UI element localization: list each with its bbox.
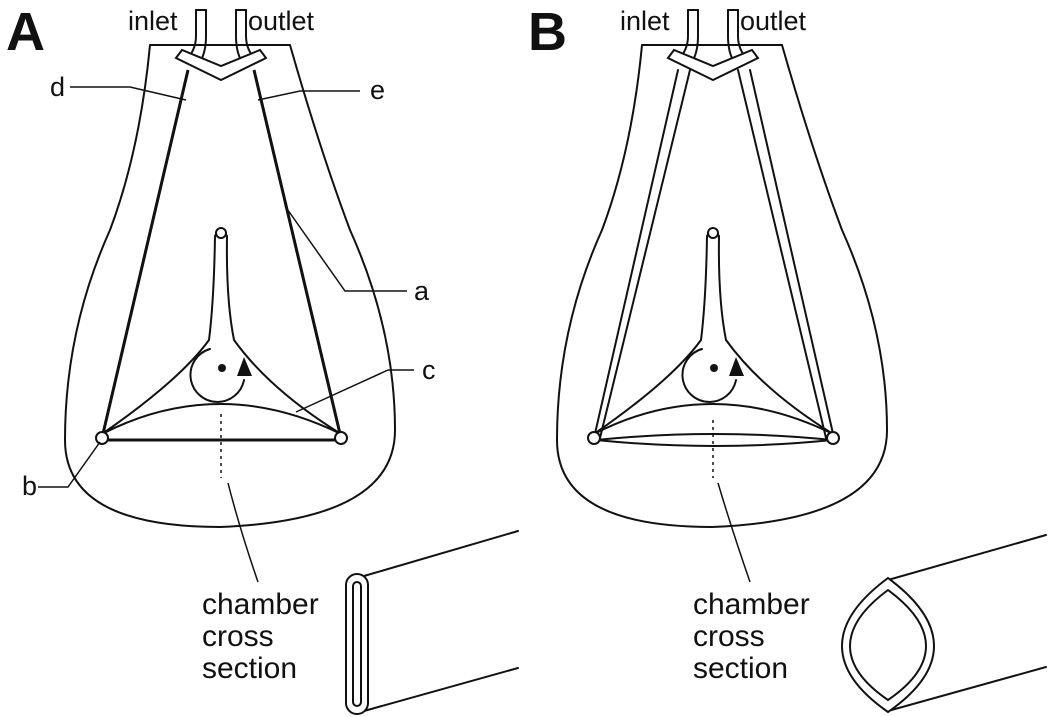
- rotor-b: [593, 229, 834, 435]
- leader-cross-section-a: [227, 482, 259, 583]
- chamber-side-left-a: [100, 69, 190, 439]
- cross-section-flat-tube: [345, 530, 519, 715]
- roller-right-b: [826, 431, 840, 445]
- chamber-side-right-b: [737, 69, 835, 439]
- rotation-arrow-b: [681, 348, 737, 403]
- roller-right-a: [334, 431, 348, 445]
- cross-section-label-line1-b: chamber: [693, 588, 810, 621]
- inlet-label-b: inlet: [620, 6, 670, 36]
- rotation-arrowhead-b: [729, 357, 744, 376]
- cross-section-open-tube: [840, 534, 1047, 714]
- outlet-label-a: outlet: [248, 6, 315, 36]
- chamber-side-right-a: [252, 69, 343, 439]
- cross-section-label-line3-a: section: [202, 652, 297, 685]
- manifold-a: [174, 48, 268, 82]
- panel-b: B: [528, 2, 1047, 714]
- roller-left-a: [95, 431, 109, 445]
- chamber-base-b: [595, 433, 833, 447]
- callout-b: b: [22, 471, 37, 501]
- rotor-axle-b: [710, 364, 718, 372]
- chamber-side-left-b: [593, 69, 691, 439]
- rotor-axle-a: [218, 364, 226, 372]
- leader-b: [38, 441, 101, 488]
- outlet-label-b: outlet: [740, 6, 807, 36]
- rotor-pin-top-a: [215, 227, 227, 239]
- callout-d: d: [50, 72, 65, 102]
- callout-c: c: [422, 355, 436, 385]
- leader-d: [70, 86, 187, 101]
- leader-a: [284, 205, 407, 292]
- callout-e: e: [370, 75, 385, 105]
- panel-letter-b: B: [528, 2, 567, 62]
- cross-section-label-line2-a: cross: [202, 620, 274, 653]
- cross-section-label-line1-a: chamber: [202, 588, 319, 621]
- housing-outline-b: [556, 44, 888, 528]
- leader-e: [257, 90, 360, 101]
- rotor-pin-top-b: [707, 227, 719, 239]
- cross-section-label-line3-b: section: [693, 652, 788, 685]
- leader-cross-section-b: [717, 482, 751, 583]
- leader-c: [295, 369, 414, 413]
- cross-section-label-line2-b: cross: [693, 620, 765, 653]
- manifold-b: [666, 48, 760, 82]
- roller-left-b: [587, 431, 601, 445]
- panel-a: A: [6, 2, 519, 715]
- rotor-a: [101, 229, 342, 435]
- inlet-label-a: inlet: [128, 6, 178, 36]
- rotation-arrowhead-a: [237, 357, 252, 376]
- housing-outline-a: [64, 44, 396, 528]
- callout-a: a: [414, 276, 430, 306]
- panel-letter-a: A: [6, 2, 45, 62]
- rotation-arrow-a: [189, 348, 245, 403]
